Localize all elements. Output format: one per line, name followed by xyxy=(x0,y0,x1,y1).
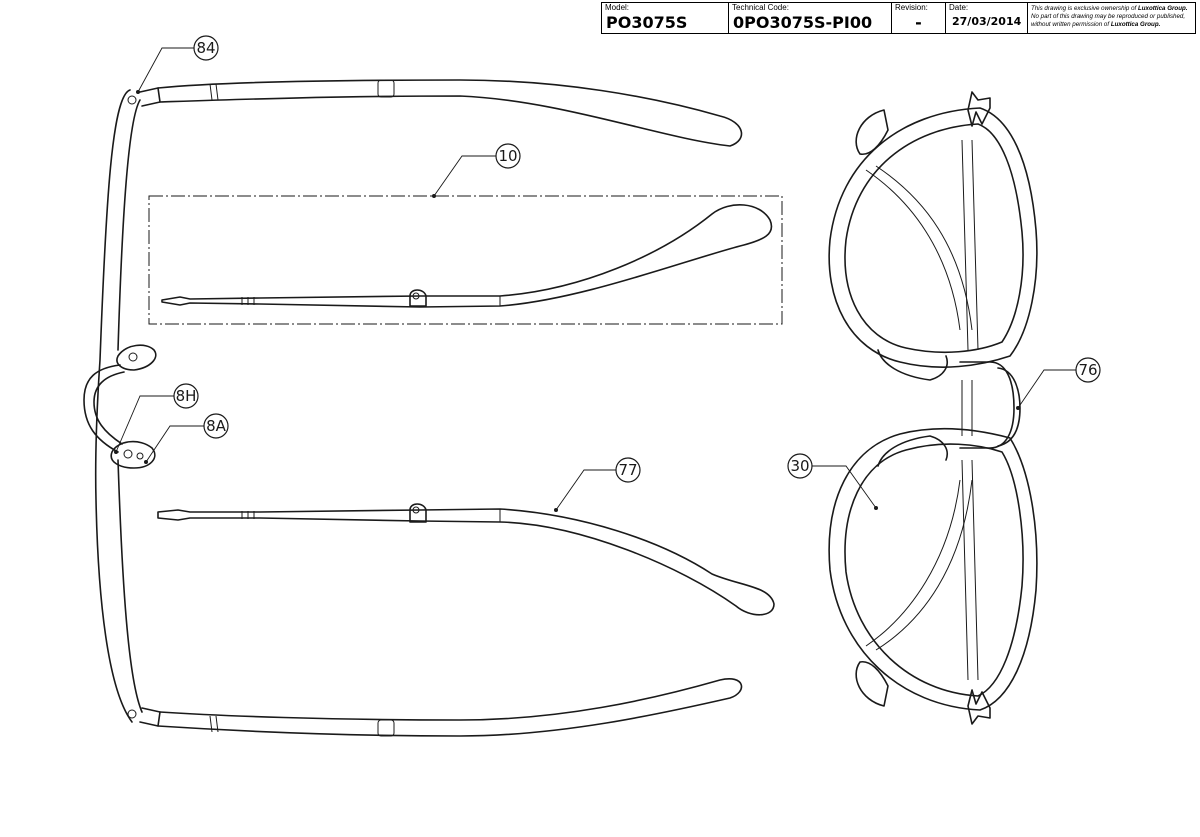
svg-text:30: 30 xyxy=(790,457,809,475)
svg-text:77: 77 xyxy=(618,461,637,479)
bridge-top-view xyxy=(83,364,121,453)
model-label: Model: xyxy=(605,3,630,12)
callout-30: 30 xyxy=(787,453,813,479)
technical-code-label: Technical Code: xyxy=(732,3,789,12)
front-view xyxy=(828,91,1038,725)
nose-pad-front-lower xyxy=(855,661,889,707)
top-view xyxy=(83,79,743,737)
callout-8A: 8A xyxy=(203,413,229,439)
temple-side-view xyxy=(157,508,775,616)
callouts: 84 10 8H 8A 77 xyxy=(114,35,1101,512)
detail-frame xyxy=(148,195,783,325)
callout-76: 76 xyxy=(1075,357,1101,383)
bridge-top-view-inner xyxy=(93,371,125,445)
nose-pad-upper xyxy=(116,344,157,371)
callout-84: 84 xyxy=(193,35,219,61)
revision-label: Revision: xyxy=(895,3,928,12)
upper-lens-rim-outer xyxy=(828,107,1038,368)
model-value: PO3075S xyxy=(606,13,688,32)
temple-top-upper xyxy=(157,79,743,147)
model-cell: Model: PO3075S xyxy=(602,3,729,33)
svg-text:10: 10 xyxy=(498,147,517,165)
hinge-bottom xyxy=(139,707,161,727)
svg-text:84: 84 xyxy=(196,39,215,57)
date-cell: Date: 27/03/2014 xyxy=(946,3,1028,33)
temple-detail-10 xyxy=(148,195,783,325)
callout-8H: 8H xyxy=(173,383,199,409)
lower-lens-rim-inner xyxy=(844,443,1024,697)
technical-code-value: 0PO3075S-PI00 xyxy=(733,13,873,32)
lower-lens-rim-outer xyxy=(828,427,1038,711)
svg-text:76: 76 xyxy=(1078,361,1097,379)
revision-value: - xyxy=(915,13,922,32)
revision-cell: Revision: - xyxy=(892,3,946,33)
nose-pad-front-upper xyxy=(855,109,889,155)
hinge-top xyxy=(139,87,161,107)
upper-lens-rim-inner xyxy=(844,123,1024,354)
temple-side-view-77 xyxy=(157,503,775,616)
temple-sleeve-top xyxy=(377,79,395,98)
temple-top-lower xyxy=(157,678,743,737)
front-rim-top-view xyxy=(94,89,133,723)
date-value: 27/03/2014 xyxy=(952,15,1022,28)
callout-10: 10 xyxy=(495,143,521,169)
front-rim-inner-top-view xyxy=(117,99,143,713)
bridge-front xyxy=(959,361,1015,449)
technical-code-cell: Technical Code: 0PO3075S-PI00 xyxy=(729,3,892,33)
temple-sleeve-bottom xyxy=(377,719,395,737)
ownership-notice: This drawing is exclusive ownership of L… xyxy=(1031,5,1188,28)
title-block: Model: PO3075S Technical Code: 0PO3075S-… xyxy=(601,2,1196,34)
date-label: Date: xyxy=(949,3,969,12)
hinge-screw-top xyxy=(127,95,137,105)
svg-text:8H: 8H xyxy=(176,387,197,405)
hinge-screw-bottom xyxy=(127,709,137,719)
callout-77: 77 xyxy=(615,457,641,483)
svg-text:8A: 8A xyxy=(206,417,227,435)
nose-pad-lower xyxy=(110,440,156,469)
temple-side-view-detail xyxy=(161,204,773,308)
